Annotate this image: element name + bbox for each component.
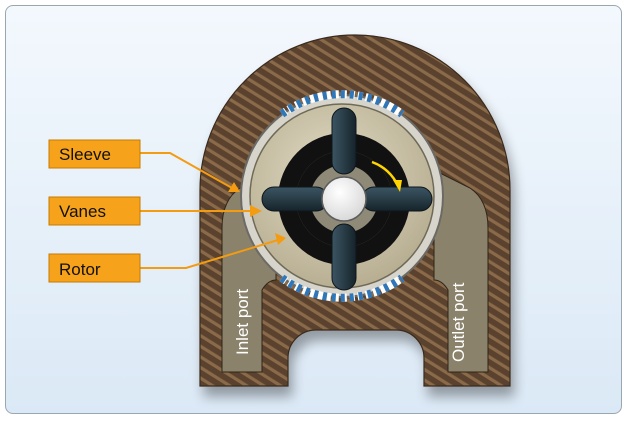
vanes [261,107,433,291]
outlet-port-label: Outlet port [449,282,468,362]
sleeve-arrowhead [228,182,240,192]
drive-shaft-hub [321,176,367,222]
vane-left [261,186,329,212]
vane-bottom [331,223,357,291]
rotor-callout: Rotor [48,253,141,283]
rotor-leader-line [140,239,279,269]
vanes-arrowhead [250,205,262,217]
callout-arrowheads [228,182,286,245]
sleeve-callout: Sleeve [48,139,141,169]
inlet-port-label: Inlet port [233,289,252,355]
rotation-arrow-icon [371,160,402,192]
rotor-arrowhead [275,233,286,245]
sleeve-leader-line [140,152,233,189]
vane-right [361,186,433,212]
callout-lines [140,152,279,269]
rotor-label: Rotor [59,260,101,279]
vane-top [331,107,357,175]
vanes-callout: Vanes [48,196,141,226]
vanes-label: Vanes [59,202,106,221]
sleeve-label: Sleeve [59,145,111,164]
